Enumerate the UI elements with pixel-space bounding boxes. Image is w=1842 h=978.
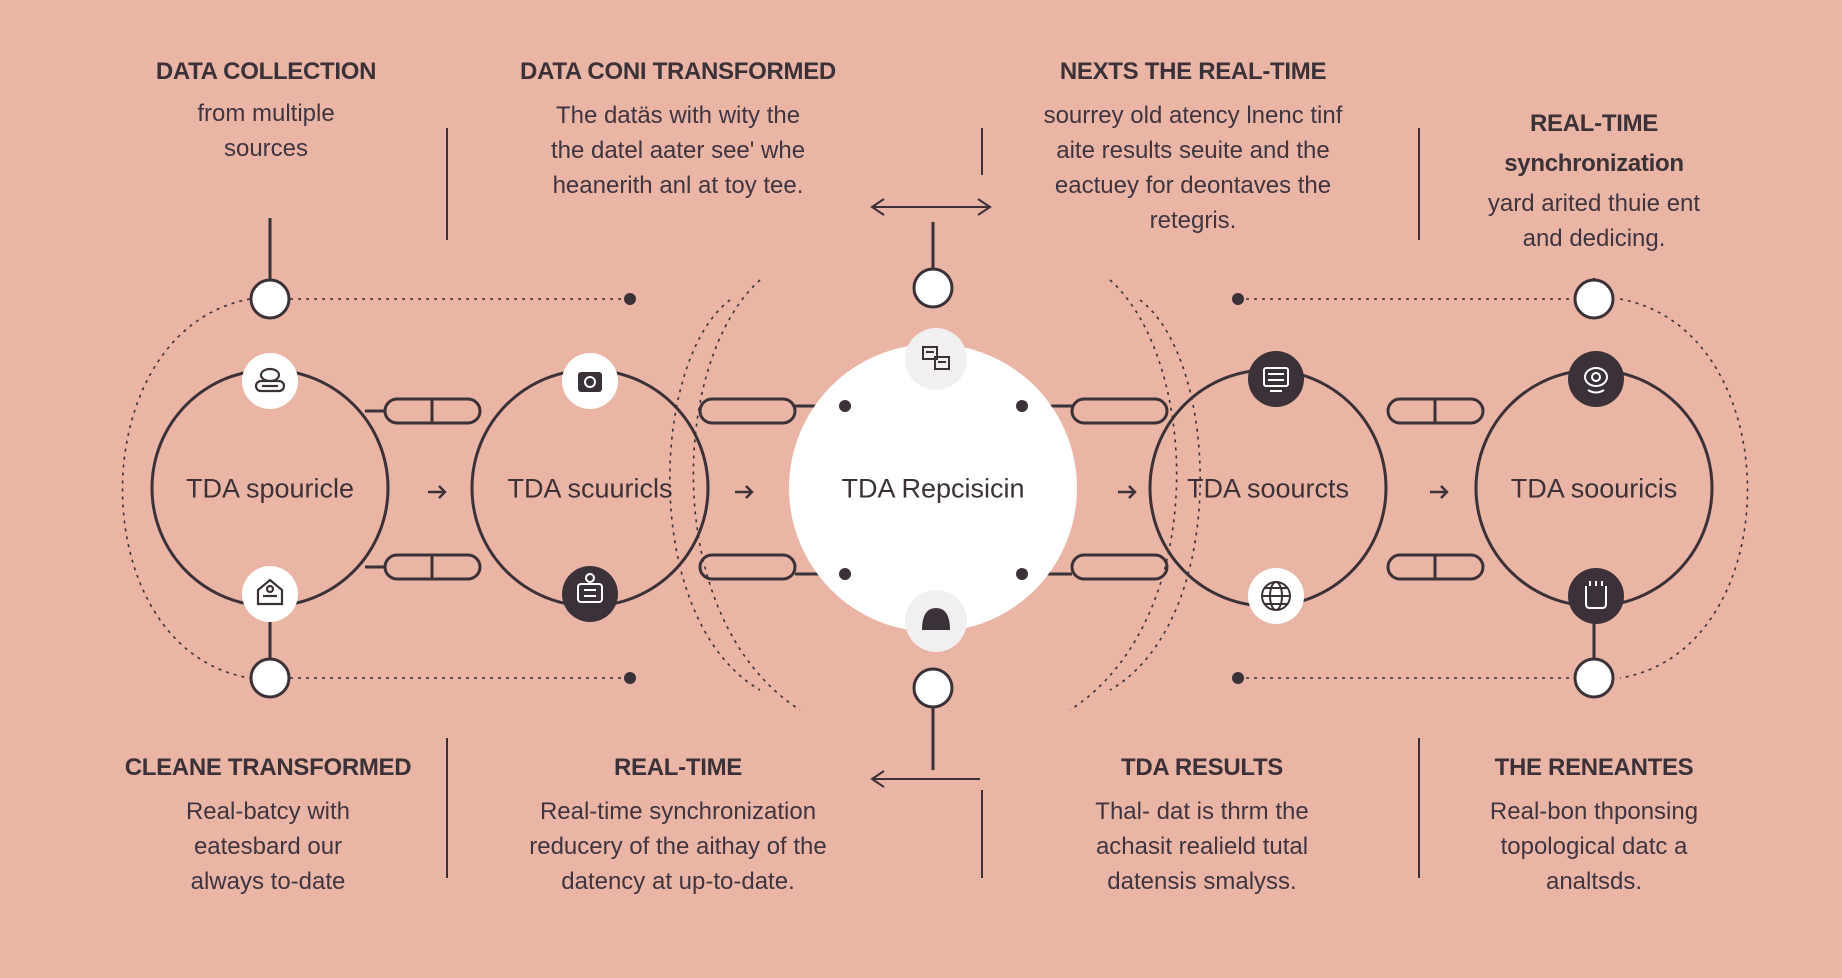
connector-2-bottom xyxy=(698,553,797,581)
endpoint-bottom-5 xyxy=(1573,657,1615,699)
bottom-block-2-body: Real-time synchronization reducery of th… xyxy=(529,798,827,895)
top-block-3-body: sourrey old atency lnenc tinf aite resul… xyxy=(1043,102,1343,234)
bottom-block-4-body: Real-bon thponsing topological datc a an… xyxy=(1489,798,1699,895)
badge-database-tray xyxy=(242,566,298,622)
dotted-arc-left xyxy=(121,298,251,679)
dotted-guides xyxy=(121,279,1749,711)
dot-bottom-left xyxy=(624,672,636,684)
top-block-1: DATA COLLECTION from multiple sources xyxy=(86,56,446,166)
badge-globe-grid xyxy=(1248,568,1304,624)
dot-center-top-right xyxy=(1016,400,1028,412)
dot-center-bottom-left xyxy=(839,568,851,580)
dot-center-top-left xyxy=(839,400,851,412)
bottom-block-2: REAL-TIME Real-time synchronization redu… xyxy=(478,752,878,899)
badge-camera-box xyxy=(562,353,618,409)
badge-cloud-stack xyxy=(242,353,298,409)
database-tray-icon xyxy=(256,578,284,606)
headset-icon xyxy=(922,608,950,630)
top-block-4: REAL-TIME synchronization yard arited th… xyxy=(1414,104,1774,256)
top-block-3: NEXTS THE REAL-TIME sourrey old atency l… xyxy=(983,56,1403,238)
top-block-3-heading: NEXTS THE REAL-TIME xyxy=(1059,58,1327,85)
bottom-block-4: THE RENEANTES Real-bon thponsing topolog… xyxy=(1414,752,1774,899)
data-chart-icon xyxy=(922,346,950,370)
bottom-block-3-body: Thal- dat is thrm the achasit realield t… xyxy=(1095,798,1309,895)
arrow-3-4 xyxy=(1118,485,1137,499)
bottom-block-2-heading: REAL-TIME xyxy=(614,754,742,781)
arrow-1-2 xyxy=(428,485,447,499)
badge-cloud-brain xyxy=(562,566,618,622)
connector-3-bottom xyxy=(1070,553,1169,581)
badge-face-scan xyxy=(1568,351,1624,407)
connector-dots xyxy=(624,293,1244,684)
bottom-block-3-heading: TDA RESULTS xyxy=(1120,754,1284,781)
endpoint-circles xyxy=(249,267,1615,709)
dotted-arc-center-right-1 xyxy=(1109,299,1201,691)
dot-center-bottom-right xyxy=(1016,568,1028,580)
device-box-icon xyxy=(1585,581,1607,609)
bottom-block-3: TDA RESULTS Thal- dat is thrm the achasi… xyxy=(1022,752,1382,899)
dotted-arc-right xyxy=(1619,298,1749,679)
bottom-block-1: CLEANE TRANSFORMED Real-batcy with eates… xyxy=(88,752,448,899)
top-block-4-heading: REAL-TIME synchronization xyxy=(1504,110,1684,177)
top-block-2: DATA CONI TRANSFORMED The datäs with wit… xyxy=(498,56,858,203)
arrow-4-5 xyxy=(1430,485,1449,499)
double-arrow-top-right-head xyxy=(977,198,992,216)
dot-bottom-right xyxy=(1232,672,1244,684)
top-block-1-body: from multiple sources xyxy=(197,100,335,162)
dotted-arc-center-left-2 xyxy=(692,279,801,711)
endpoint-top-1 xyxy=(249,278,291,320)
bottom-block-4-heading: THE RENEANTES xyxy=(1494,754,1694,781)
endpoint-top-3 xyxy=(912,267,954,309)
endpoint-top-5 xyxy=(1573,278,1615,320)
double-arrow-bottom-left-head xyxy=(870,770,885,788)
direction-arrows xyxy=(428,485,1449,499)
arrow-2-3 xyxy=(735,485,754,499)
endpoint-bottom-1 xyxy=(249,657,291,699)
badge-device-box xyxy=(1568,568,1624,624)
node-4-label: TDA soourcts xyxy=(1186,473,1350,504)
face-scan-icon xyxy=(1584,367,1608,394)
dot-top-right xyxy=(1232,293,1244,305)
bottom-block-1-heading: CLEANE TRANSFORMED xyxy=(124,754,412,781)
badge-server-rack xyxy=(1248,351,1304,407)
top-block-2-heading: DATA CONI TRANSFORMED xyxy=(520,58,836,85)
badge-headset xyxy=(905,590,967,652)
cloud-brain-icon xyxy=(577,573,603,603)
bottom-block-1-body: Real-batcy with eatesbard our always to-… xyxy=(185,798,351,895)
camera-box-icon xyxy=(578,372,602,392)
top-block-4-body: yard arited thuie ent and dedicing. xyxy=(1487,190,1701,252)
node-1-label: TDA spouricle xyxy=(185,473,355,504)
globe-grid-icon xyxy=(1261,581,1291,611)
dot-top-left xyxy=(624,293,636,305)
node-2-label: TDA scuuricls xyxy=(507,473,673,504)
top-block-2-body: The datäs with wity the the datel aater … xyxy=(550,102,806,199)
dotted-arc-center-left-1 xyxy=(669,299,761,691)
cloud-stack-icon xyxy=(254,367,286,393)
endpoint-bottom-3 xyxy=(912,667,954,709)
connector-3-top xyxy=(1070,397,1169,425)
dotted-arc-center-right-2 xyxy=(1069,279,1178,711)
node-3-label: TDA Repcisicin xyxy=(841,473,1025,504)
node-3-circle xyxy=(789,344,1077,632)
badge-data-chart xyxy=(905,328,967,390)
top-block-1-heading: DATA COLLECTION xyxy=(155,58,377,85)
connector-2-top xyxy=(698,397,797,425)
server-rack-icon xyxy=(1263,367,1289,392)
double-arrow-top-left-head xyxy=(870,198,885,216)
node-5-label: TDA soouricis xyxy=(1510,473,1678,504)
